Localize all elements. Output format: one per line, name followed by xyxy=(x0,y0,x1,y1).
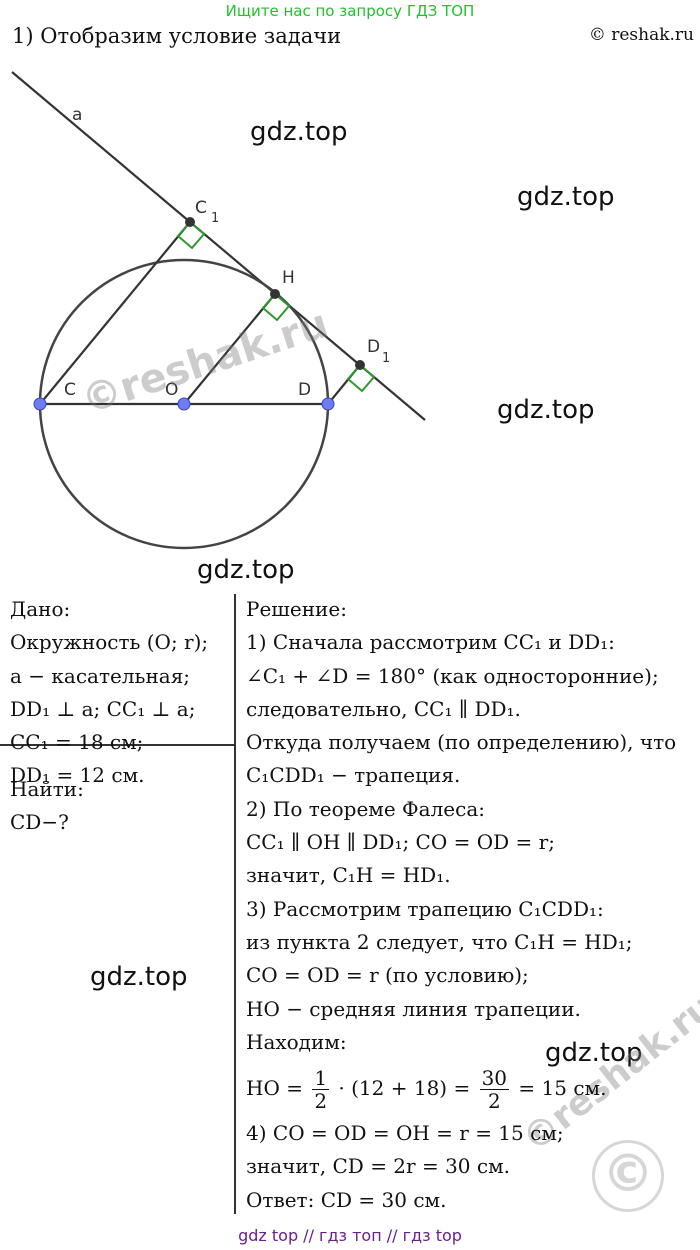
label-c1: C xyxy=(195,198,207,218)
solution-block: Решение: 1) Сначала рассмотрим CC₁ и DD₁… xyxy=(246,593,676,1217)
vertical-divider xyxy=(234,594,236,1214)
fraction-thirty-halves: 30 2 xyxy=(479,1066,510,1114)
fraction-denominator: 2 xyxy=(487,1089,501,1114)
right-angle-c1 xyxy=(176,220,206,250)
point-c xyxy=(33,397,47,411)
watermark-gdz: gdz.top xyxy=(497,395,595,425)
watermark-gdz: gdz.top xyxy=(90,962,188,992)
given-title: Дано: xyxy=(10,597,71,621)
given-line: DD₁ = 12 см. xyxy=(10,763,145,788)
label-c1-sub: 1 xyxy=(211,211,219,226)
given-line: Окружность (O; r); xyxy=(10,630,209,655)
label-o: O xyxy=(165,380,178,400)
formula-mid: · (12 + 18) = xyxy=(338,1076,471,1101)
find-block: Найти: CD−? xyxy=(10,773,84,840)
solution-line: HO − средняя линия трапеции. xyxy=(246,996,581,1021)
fraction-denominator: 2 xyxy=(314,1089,328,1114)
segment-oh xyxy=(183,293,276,405)
geometry-figure: a C 1 H D 1 C O D xyxy=(11,71,426,550)
right-angle-d1 xyxy=(346,363,376,393)
solution-line: из пункта 2 следует, что C₁H = HD₁; xyxy=(246,929,633,954)
label-d1-sub: 1 xyxy=(382,351,390,366)
bottom-links[interactable]: gdz top // гдз топ // гдз top xyxy=(238,1226,462,1245)
given-line: CC₁ = 18 см; xyxy=(10,730,144,755)
solution-formula: HO = 1 2 · (12 + 18) = 30 2 = 15 см. xyxy=(246,1059,676,1117)
solution-line: Находим: xyxy=(246,1029,347,1054)
watermark-gdz: gdz.top xyxy=(197,555,295,585)
solution-answer: Ответ: CD = 30 см. xyxy=(246,1187,447,1212)
given-line: DD₁ ⊥ a; CC₁ ⊥ a; xyxy=(10,696,196,721)
solution-line: 3) Рассмотрим трапецию C₁CDD₁: xyxy=(246,896,604,921)
point-d1 xyxy=(355,360,365,370)
solution-line: 4) CO = OD = OH = r = 15 см; xyxy=(246,1121,564,1146)
solution-title: Решение: xyxy=(246,597,347,621)
point-c1 xyxy=(185,217,195,227)
solution-line: значит, C₁H = HD₁. xyxy=(246,863,451,888)
solution-line: 1) Сначала рассмотрим CC₁ и DD₁: xyxy=(246,630,615,655)
solution-line: C₁CDD₁ − трапеция. xyxy=(246,763,461,788)
find-title: Найти: xyxy=(10,777,84,801)
point-o xyxy=(177,397,191,411)
fraction-numerator: 30 xyxy=(479,1066,510,1091)
point-h xyxy=(270,289,280,299)
label-d1: D xyxy=(367,337,380,357)
segment-cc1 xyxy=(39,221,191,405)
watermark-copy-symbol: © xyxy=(592,1140,664,1212)
right-angle-h xyxy=(261,292,291,322)
find-line: CD−? xyxy=(10,810,69,835)
solution-line: следовательно, CC₁ ∥ DD₁. xyxy=(246,696,521,721)
fraction-one-half: 1 2 xyxy=(312,1066,330,1114)
label-a: a xyxy=(72,105,82,125)
top-banner[interactable]: Ищите нас по запросу ГДЗ ТОП xyxy=(225,2,475,20)
solution-line: CC₁ ∥ OH ∥ DD₁; CO = OD = r; xyxy=(246,830,555,855)
formula-rhs: = 15 см. xyxy=(518,1076,607,1101)
solution-line: 2) По теореме Фалеса: xyxy=(246,796,485,821)
watermark-gdz: gdz.top xyxy=(545,1038,643,1068)
watermark-gdz: gdz.top xyxy=(250,117,348,147)
fraction-numerator: 1 xyxy=(312,1066,330,1091)
solution-line: значит, CD = 2r = 30 см. xyxy=(246,1154,510,1179)
point-d xyxy=(321,397,335,411)
task-heading: 1) Отобразим условие задачи xyxy=(12,24,342,48)
copyright-label: © reshak.ru xyxy=(588,25,694,45)
solution-line: CO = OD = r (по условию); xyxy=(246,963,529,988)
watermark-gdz: gdz.top xyxy=(517,182,615,212)
solution-line: ∠C₁ + ∠D = 180° (как односторонние); xyxy=(246,663,659,688)
horizontal-divider xyxy=(0,744,234,746)
solution-line: Откуда получаем (по определению), что xyxy=(246,730,677,755)
given-line: a − касательная; xyxy=(10,663,191,688)
label-d: D xyxy=(298,380,311,400)
formula-lhs: HO = xyxy=(246,1076,303,1101)
given-block: Дано: Окружность (O; r); a − касательная… xyxy=(10,593,208,793)
label-h: H xyxy=(282,268,295,288)
label-c: C xyxy=(64,380,76,400)
